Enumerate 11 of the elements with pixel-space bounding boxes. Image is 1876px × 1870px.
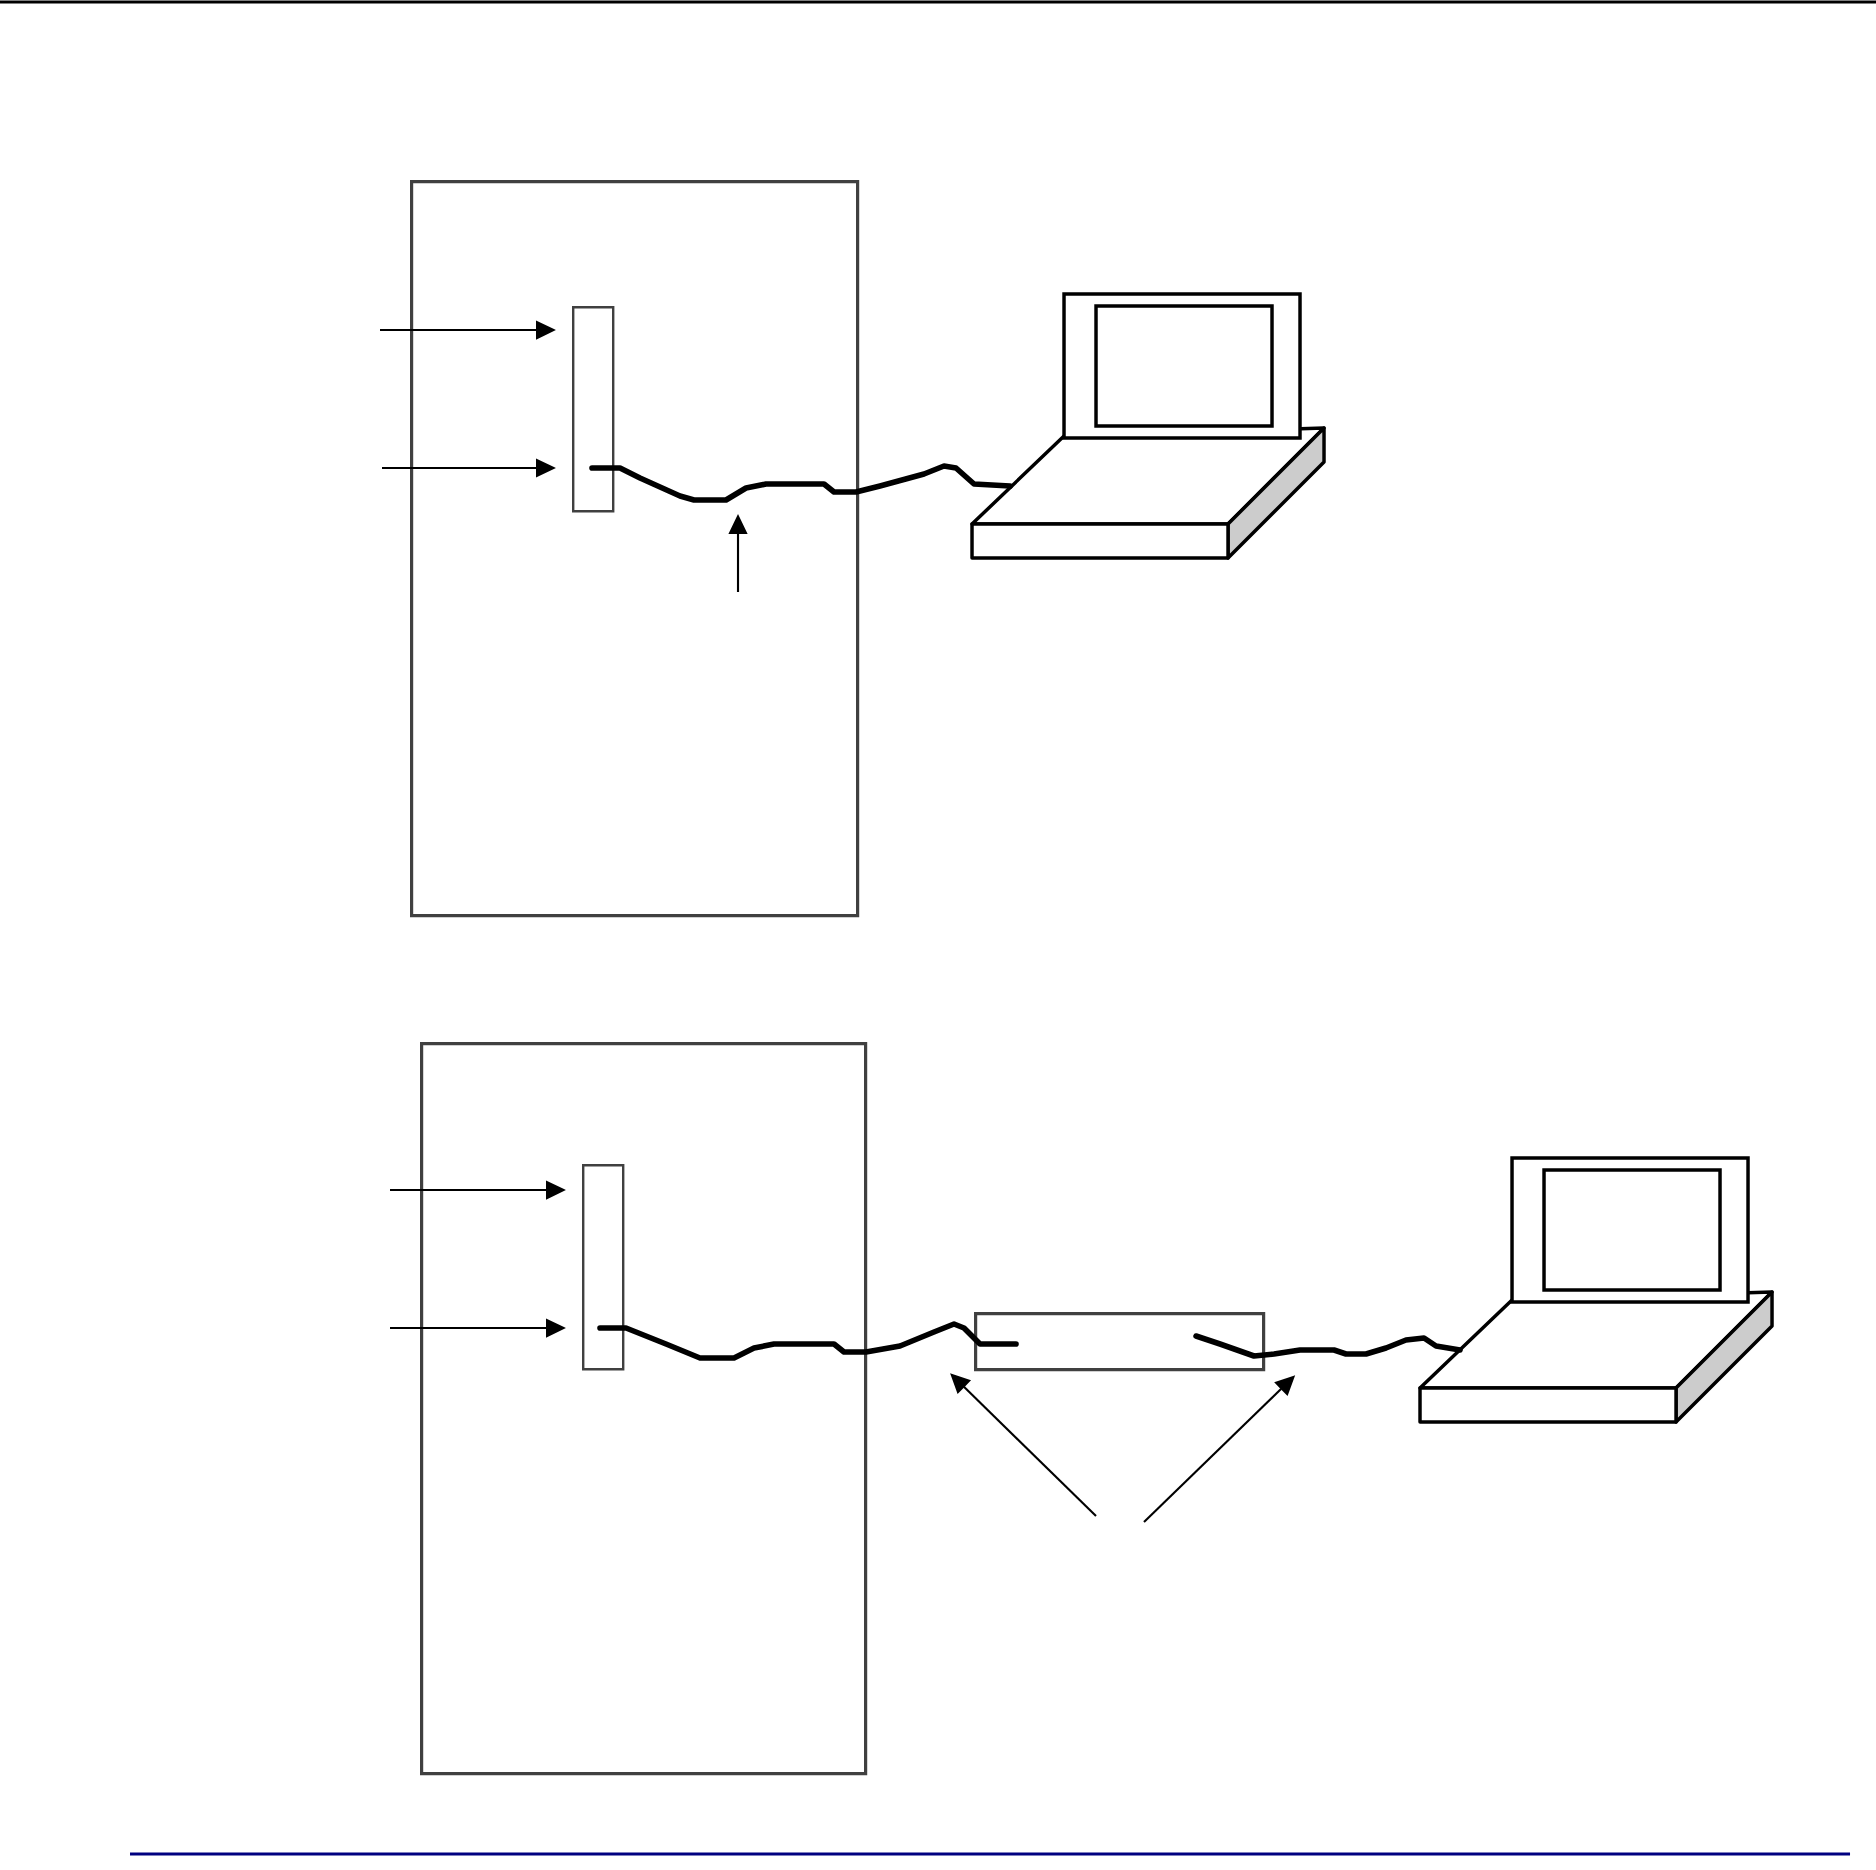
enclosure-box <box>420 1042 868 1776</box>
cable <box>597 1321 1019 1361</box>
adapter-box <box>974 1312 1266 1372</box>
laptop-drawing <box>1418 1156 1774 1424</box>
cable <box>589 463 1013 503</box>
laptop-drawing <box>970 292 1326 560</box>
enclosure-box <box>410 180 860 918</box>
cable <box>1193 1333 1463 1359</box>
strip-bar <box>582 1164 625 1371</box>
arrow <box>950 1373 1097 1517</box>
strip-bar <box>572 306 615 513</box>
